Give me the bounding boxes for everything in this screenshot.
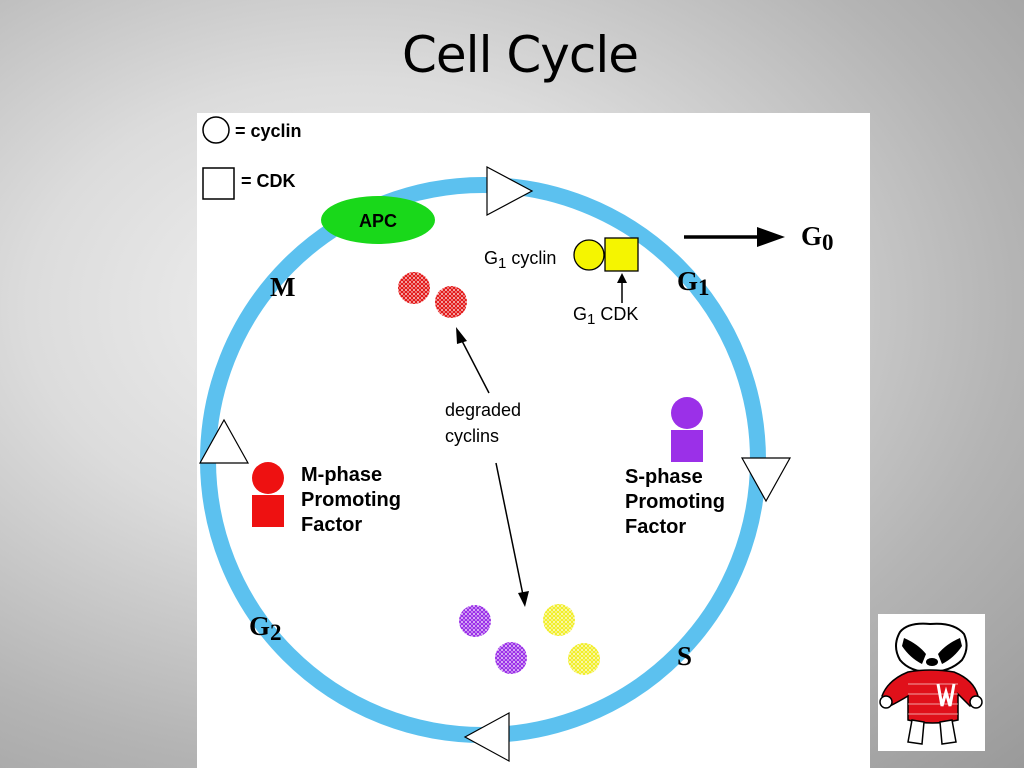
mascot-leg xyxy=(939,719,957,745)
ring-arrow-bottom xyxy=(463,711,510,763)
mascot-paw xyxy=(969,695,983,709)
degraded-cyclin-red xyxy=(435,286,467,318)
apc-label: APC xyxy=(359,211,397,231)
spf-label: S-phase Promoting Factor xyxy=(625,466,731,538)
cell-cycle-diagram: = cyclin = CDK APC M G1 G2 S G0 G1 cycli… xyxy=(197,113,870,768)
phase-label-m: M xyxy=(270,272,295,302)
g1-cdk-pointer-head xyxy=(617,273,627,283)
g1-cyclin-label: G1 cyclin xyxy=(484,248,556,272)
degraded-arrow-down-line xyxy=(495,462,524,596)
mascot-head xyxy=(895,622,968,674)
degraded-cyclin-red xyxy=(398,272,430,304)
spf-cdk-square xyxy=(671,430,703,462)
mascot-face-stripe xyxy=(938,638,962,664)
degraded-arrow-up-line xyxy=(459,336,490,394)
mascot-body xyxy=(881,669,979,724)
mascot-w-emblem xyxy=(936,683,956,707)
apc-ellipse xyxy=(321,196,435,244)
legend-cyclin-circle xyxy=(202,116,230,144)
mascot-face-stripe xyxy=(902,638,926,664)
phase-label-g2: G2 xyxy=(249,611,282,645)
degraded-cyclin-purple xyxy=(459,605,491,637)
legend-cyclin-text: = cyclin xyxy=(235,121,302,141)
g1-cyclin-circle xyxy=(573,239,605,271)
degraded-arrow-down-head xyxy=(518,591,529,607)
degraded-cyclin-yellow xyxy=(543,604,575,636)
ring-arrow-top xyxy=(486,166,534,216)
mascot-paw xyxy=(879,695,893,709)
phase-label-g0: G0 xyxy=(801,221,834,255)
ring-arrow-right xyxy=(740,457,792,503)
phase-label-g1: G1 xyxy=(677,266,710,300)
g1-cdk-label: G1 CDK xyxy=(573,304,638,328)
ring-arrow-left xyxy=(198,418,250,464)
legend-cdk-square xyxy=(202,167,235,200)
degraded-cyclin-purple xyxy=(495,642,527,674)
degraded-cyclins-label: degraded cyclins xyxy=(445,400,526,446)
degraded-arrow-up-head xyxy=(456,327,467,344)
badger-mascot-image xyxy=(878,614,985,751)
slide-title: Cell Cycle xyxy=(402,26,639,84)
g1-cdk-square xyxy=(604,237,639,272)
g0-arrow-head xyxy=(757,227,785,247)
mascot-nose xyxy=(926,658,938,666)
mpf-cyclin-circle xyxy=(252,462,284,494)
phase-label-s: S xyxy=(677,641,692,671)
mpf-cdk-square xyxy=(252,495,284,527)
legend-cdk-text: = CDK xyxy=(241,171,296,191)
degraded-cyclin-yellow xyxy=(568,643,600,675)
mpf-label: M-phase Promoting Factor xyxy=(301,464,407,536)
spf-cyclin-circle xyxy=(671,397,703,429)
mascot-leg xyxy=(907,719,925,745)
